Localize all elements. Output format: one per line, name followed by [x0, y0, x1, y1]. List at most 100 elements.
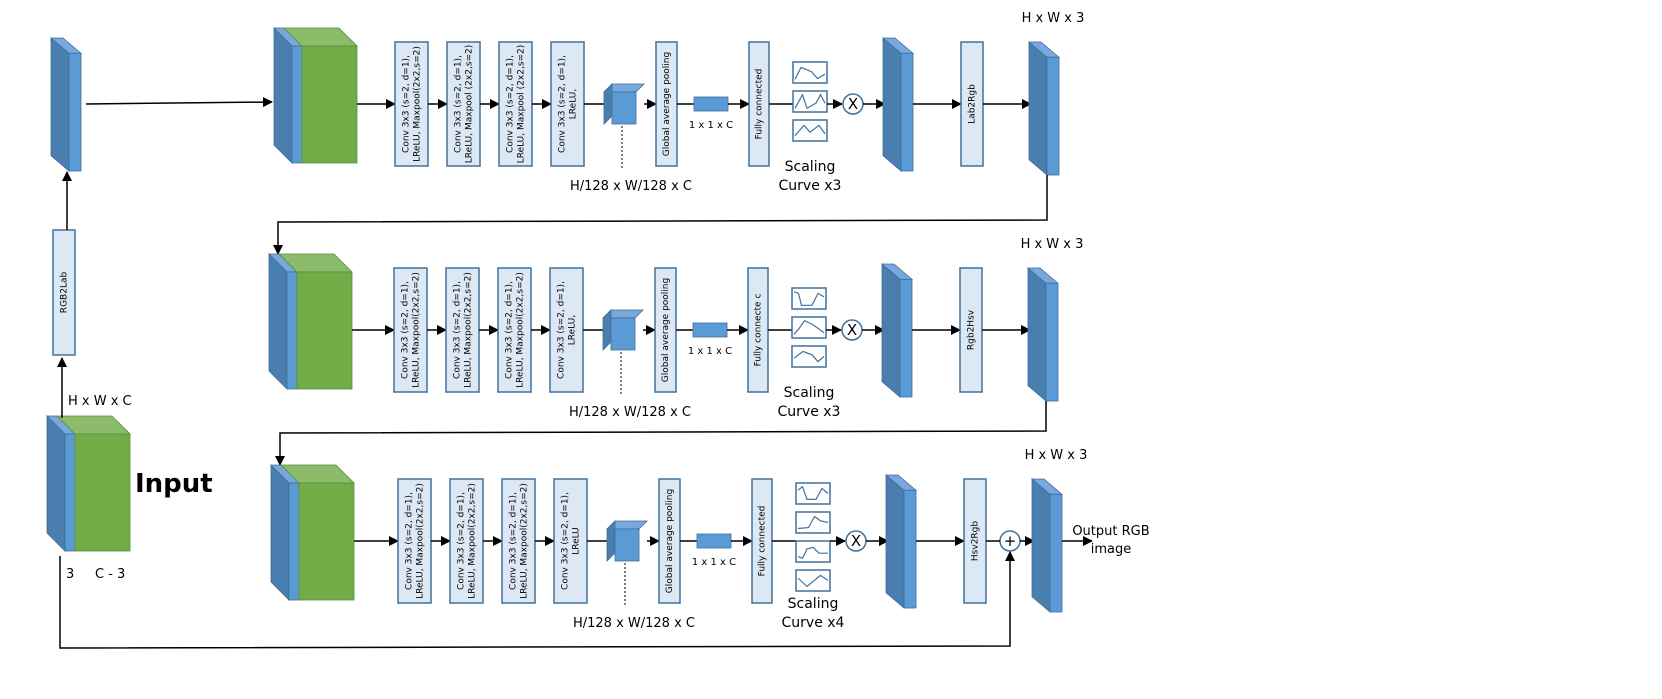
arrow-stage-2-to-stage-3 — [275, 401, 1047, 466]
stage-lab-fc-box: Fully connected — [748, 41, 770, 167]
op-symbol: X — [848, 95, 858, 113]
stage-lab-curve-count-label: Curve x3 — [779, 178, 842, 194]
box-label: LReLU — [572, 527, 582, 555]
stage-hsv-conv-4: Conv 3x3 (s=2, d=1),LReLU — [553, 478, 588, 604]
box-label: LReLU, Maxpool (2x2,s=2) — [465, 45, 475, 164]
stage-hsv-scaled-slab — [884, 474, 918, 609]
box-label: LReLU, Maxpool(2x2,s=2) — [468, 483, 478, 599]
slab-side — [1028, 41, 1048, 176]
stage-rgb-curve-3 — [791, 345, 827, 368]
box-label: Rgb2Hsv — [967, 309, 977, 350]
curve-frame — [795, 511, 831, 534]
box-label: Fully connecte c — [754, 294, 764, 367]
stage-hsv-curve-count-label: Curve x4 — [782, 615, 845, 631]
box-rect — [393, 267, 428, 393]
slab-side — [881, 263, 901, 398]
stage-lab-curve-2 — [792, 90, 828, 113]
stage-rgb-input-tensor — [268, 253, 353, 390]
stage-rgb-vector — [692, 322, 728, 338]
cube-front — [614, 528, 640, 562]
arrow-stage-1-to-stage-2 — [273, 175, 1048, 255]
box-label: Conv 3x3 (s=2, d=1), — [457, 492, 467, 590]
box-rect — [449, 478, 484, 604]
stage-rgb-output-dims: H x W x 3 — [1021, 237, 1084, 252]
stage-lab-output-slab — [1027, 41, 1061, 176]
curve-line — [797, 546, 828, 560]
box-label: Global average pooling — [662, 52, 672, 156]
op-symbol: X — [851, 532, 861, 550]
stage-lab-vector-dims: 1 x 1 x C — [689, 120, 733, 131]
stage-rgb-gap-box: Global average pooling — [654, 267, 677, 393]
box-label: Conv 3x3 (s=2, d=1), — [454, 55, 464, 153]
stage-hsv-add-op: + — [999, 530, 1021, 552]
block-blue-front — [291, 45, 303, 164]
stage-lab-output-dims: H x W x 3 — [1022, 11, 1085, 26]
box-label: Conv 3x3 (s=2, d=1), — [558, 55, 568, 153]
box-label: Conv 3x3 (s=2, d=1), — [505, 281, 515, 379]
stage-hsv-conv-3: Conv 3x3 (s=2, d=1),LReLU, Maxpool(2x2,s… — [501, 478, 536, 604]
stage-rgb-curve-2 — [791, 316, 827, 339]
block-green-front — [296, 271, 353, 390]
box-label: LReLU, Maxpool(2x2,s=2) — [416, 483, 426, 599]
stage-lab-scaling-label: Scaling — [785, 159, 836, 175]
block-side — [46, 415, 66, 552]
input-tensor — [46, 415, 131, 552]
box-label: Conv 3x3 (s=2, d=1), — [509, 492, 519, 590]
stage-hsv-curve-2 — [795, 511, 831, 534]
rgb2lab-box: RGB2Lab — [52, 229, 76, 356]
stage-hsv-feature-cube — [606, 520, 648, 562]
slab-side — [50, 37, 70, 172]
box-rect — [52, 229, 76, 356]
box-label: LReLU, Maxpool(2x2,s=2) — [413, 46, 423, 162]
box-label: Conv 3x3 (s=2, d=1), — [405, 492, 415, 590]
stage-hsv-gap-box: Global average pooling — [658, 478, 681, 604]
box-rect — [553, 478, 588, 604]
arrow-residual-skip — [59, 551, 1015, 649]
input-split-3: 3 — [66, 567, 74, 582]
stage-lab-curve-3 — [792, 119, 828, 142]
slab-front — [900, 52, 914, 172]
stage-lab-conv-4: Conv 3x3 (s=2, d=1),LReLU, — [550, 41, 585, 167]
input-title: Input — [135, 469, 213, 499]
stage-hsv-vector-dims: 1 x 1 x C — [692, 557, 736, 568]
stage-hsv-output-dims: H x W x 3 — [1025, 448, 1088, 463]
block-blue-front — [288, 482, 300, 601]
box-rect — [397, 478, 432, 604]
stage-hsv-fc-box: Fully connected — [751, 478, 773, 604]
block-green-front — [298, 482, 355, 601]
box-label: LReLU, Maxpool (2x2,s=2) — [517, 45, 527, 164]
cube-front — [611, 91, 637, 125]
stage-hsv-curve-3 — [795, 540, 831, 563]
box-rect — [501, 478, 536, 604]
stage-hsv-multiply-op: X — [845, 530, 867, 552]
stage-lab-feature-cube — [603, 83, 645, 125]
curve-line — [794, 66, 826, 80]
stage-rgb-feature-cube — [602, 309, 644, 351]
stage-lab-scaled-slab — [881, 37, 915, 172]
op-symbol: X — [847, 321, 857, 339]
stage-lab-feature-dims: H/128 x W/128 x C — [570, 179, 692, 194]
stage-lab-convert-box: Lab2Rgb — [960, 41, 984, 167]
box-rect — [497, 267, 532, 393]
box-rect — [549, 267, 584, 393]
stage-rgb-vector-dims: 1 x 1 x C — [688, 346, 732, 357]
curve-line — [793, 350, 825, 363]
block-blue-front — [286, 271, 298, 390]
box-label: Conv 3x3 (s=2, d=1), — [401, 281, 411, 379]
curve-line — [793, 291, 825, 306]
box-label: Global average pooling — [665, 489, 675, 593]
box-label: LReLU, — [569, 89, 579, 119]
slab-front — [903, 489, 917, 609]
block-side — [268, 253, 288, 390]
slab-front — [1046, 56, 1060, 176]
box-rect — [550, 41, 585, 167]
box-rect — [445, 267, 480, 393]
box-label: Global average pooling — [661, 278, 671, 382]
input-dims-label: H x W x C — [68, 394, 132, 409]
cube-front — [610, 317, 636, 351]
stage-hsv-vector — [696, 533, 732, 549]
box-rect — [394, 41, 429, 167]
stage-lab-conv-1: Conv 3x3 (s=2, d=1),LReLU, Maxpool(2x2,s… — [394, 41, 429, 167]
curve-line — [797, 485, 829, 500]
